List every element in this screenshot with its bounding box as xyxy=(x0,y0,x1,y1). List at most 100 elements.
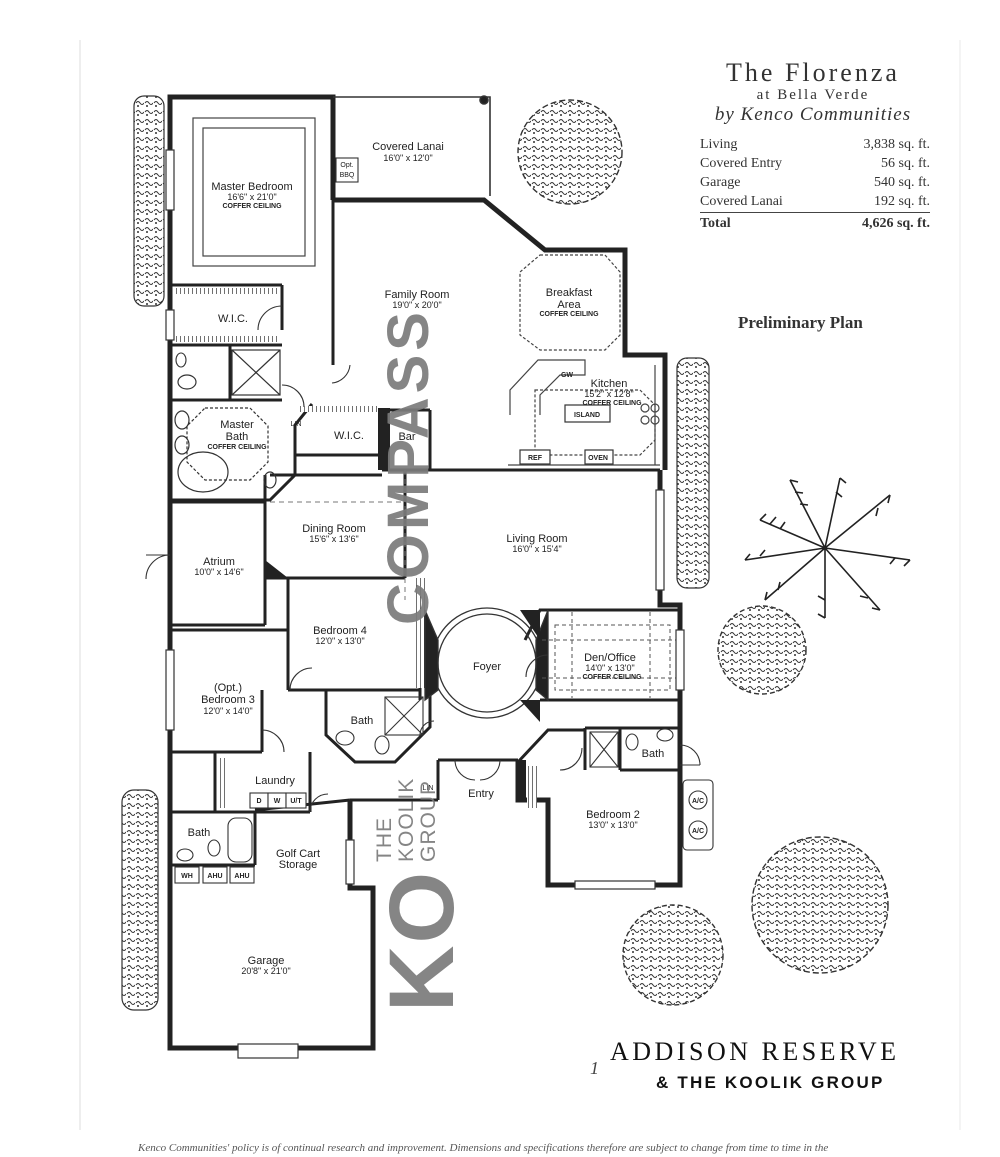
den-dims: 14'0" x 13'0" xyxy=(585,663,634,673)
wall-columns xyxy=(265,408,540,800)
brand-name: ADDISON RESERVE xyxy=(610,1037,900,1066)
water-heater-label: WH xyxy=(181,873,193,880)
breakfast-label: Breakfast xyxy=(546,287,592,299)
total-row: Total 4,626 sq. ft. xyxy=(700,213,930,235)
plan-title: The Florenza xyxy=(726,58,900,87)
ac-label: A/C xyxy=(692,828,704,835)
compass-watermark: COMPASS THE KOOLIK GROUP KO xyxy=(371,308,473,1012)
kitchen-dims: 15'2" x 12'8" xyxy=(584,389,633,399)
opt-bbq-label: BBQ xyxy=(340,172,355,179)
ac-label: A/C xyxy=(692,798,704,805)
bedroom3-label: (Opt.) xyxy=(214,682,242,694)
area-label: Garage xyxy=(700,175,741,190)
area-value: 56 sq. ft. xyxy=(881,156,930,171)
hedge-icon xyxy=(676,357,710,589)
dashed-openings xyxy=(270,470,406,600)
group-wordmark: KOOLIK xyxy=(395,778,418,862)
oven-label: OVEN xyxy=(588,455,608,462)
master-bath-note: COFFER CEILING xyxy=(207,444,267,451)
gw-label: GW xyxy=(561,372,573,379)
garage-label: Garage xyxy=(248,955,285,967)
bedroom3-dims: 12'0" x 14'0" xyxy=(203,706,252,716)
covered-lanai-dims: 16'0" x 12'0" xyxy=(383,153,432,163)
bath-fixtures xyxy=(175,352,674,863)
compass-wordmark: COMPASS xyxy=(376,308,441,625)
den-coffer xyxy=(542,612,678,698)
family-room-dims: 19'0" x 20'0" xyxy=(392,300,441,310)
hedge-icon xyxy=(121,789,159,1011)
shelf-icon xyxy=(218,758,228,808)
master-bath-label: Master xyxy=(220,419,254,431)
master-wic-label: W.I.C. xyxy=(218,313,248,325)
master-bedroom-label: Master Bedroom xyxy=(211,181,292,193)
master-bedroom-note: COFFER CEILING xyxy=(222,203,282,210)
hedge-icon xyxy=(133,95,165,307)
brand-partner: & THE KOOLIK GROUP xyxy=(656,1073,885,1092)
ahu-label: AHU xyxy=(234,873,249,880)
bedroom4-label: Bedroom 4 xyxy=(313,625,367,637)
area-value: 3,838 sq. ft. xyxy=(863,137,931,152)
shelf-icon xyxy=(175,336,279,342)
atrium-label: Atrium xyxy=(203,556,235,568)
kitchen-label: Kitchen xyxy=(591,378,628,390)
bath-label: Bath xyxy=(188,827,211,839)
shrub-icon xyxy=(751,836,889,974)
area-label: Covered Entry xyxy=(700,156,783,171)
bedroom2-dims: 13'0" x 13'0" xyxy=(588,820,637,830)
family-room-label: Family Room xyxy=(385,289,450,301)
garage-dims: 20'8" x 21'0" xyxy=(241,966,290,976)
master-bedroom-dims: 16'6" x 21'0" xyxy=(227,192,276,202)
ahu-label: AHU xyxy=(207,873,222,880)
plan-status: Preliminary Plan xyxy=(738,313,863,332)
atrium-dims: 10'0" x 14'6" xyxy=(194,567,243,577)
living-room-label: Living Room xyxy=(506,533,567,545)
bar-label: Bar xyxy=(398,431,415,443)
bedroom3-label: Bedroom 3 xyxy=(201,694,255,706)
island-label: ISLAND xyxy=(574,412,600,419)
washer-label: W xyxy=(274,798,281,805)
area-value: 192 sq. ft. xyxy=(826,193,930,213)
ref-label: REF xyxy=(528,455,543,462)
brand-mark: 1 xyxy=(590,1058,599,1078)
linen-label: LIN xyxy=(291,421,302,428)
wic-label: W.I.C. xyxy=(334,430,364,442)
community-subtitle: at Bella Verde xyxy=(756,87,870,103)
group-wordmark: GROUP xyxy=(417,780,440,862)
den-label: Den/Office xyxy=(584,652,636,664)
bedroom2-label: Bedroom 2 xyxy=(586,809,640,821)
shelf-icon xyxy=(297,406,379,412)
golf-cart-label: Golf Cart xyxy=(276,848,320,860)
brand-block: ADDISON RESERVE & THE KOOLIK GROUP xyxy=(610,1037,940,1093)
den-note: COFFER CEILING xyxy=(582,674,642,681)
entry-label: Entry xyxy=(468,788,494,800)
bath-fixtures xyxy=(174,349,281,493)
palm-tree-icon xyxy=(744,477,911,619)
area-label: Covered Lanai xyxy=(700,193,827,213)
shrub-icon xyxy=(517,99,623,205)
covered-lanai-label: Covered Lanai xyxy=(372,141,444,153)
disclaimer-text: Kenco Communities' policy is of continua… xyxy=(138,1142,829,1154)
bath-label: Bath xyxy=(642,748,665,760)
total-label: Total xyxy=(700,216,731,231)
shelf-icon xyxy=(527,766,537,808)
title-block: The Florenza at Bella Verde by Kenco Com… xyxy=(696,58,930,234)
foyer-label: Foyer xyxy=(473,661,501,673)
ko-monogram: KO xyxy=(371,870,473,1012)
breakfast-label: Area xyxy=(557,299,581,311)
bath-label: Bath xyxy=(351,715,374,727)
builder-line: by Kenco Communities xyxy=(714,104,912,125)
dryer-label: D xyxy=(256,798,261,805)
opt-bbq-label: Opt. xyxy=(340,162,353,169)
windows xyxy=(165,149,685,1059)
shelf-icon xyxy=(175,288,279,294)
dining-room-dims: 15'6" x 13'6" xyxy=(309,534,358,544)
dining-room-label: Dining Room xyxy=(302,523,366,535)
laundry-label: Laundry xyxy=(255,775,295,787)
coffer-outline xyxy=(192,117,316,267)
utility-tub-label: U/T xyxy=(290,798,302,805)
total-value: 4,626 sq. ft. xyxy=(861,216,930,231)
